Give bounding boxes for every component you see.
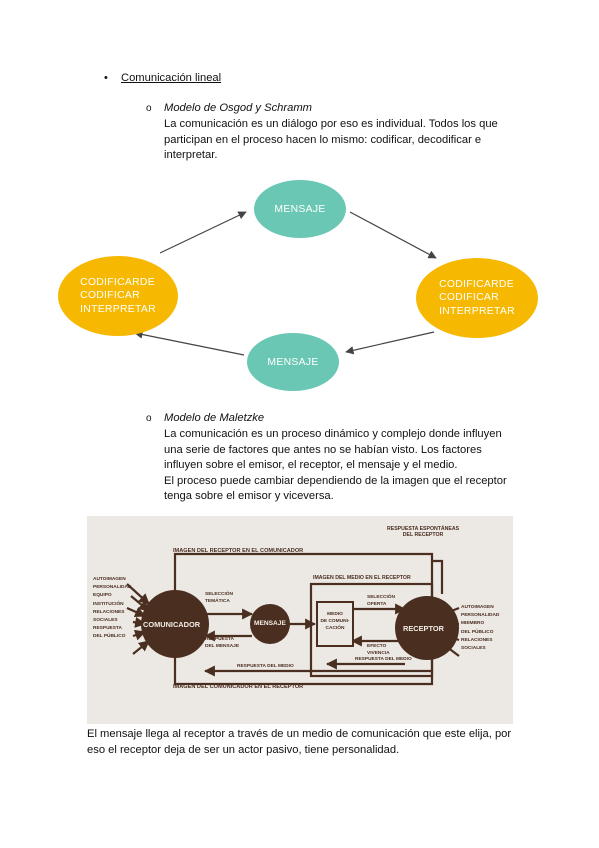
fig-factor: RESPUESTA bbox=[93, 626, 122, 632]
fig-label-line: DEL MENSAJE bbox=[205, 643, 240, 649]
fig-medio-image-label: IMAGEN DEL MEDIO EN EL RECEPTOR bbox=[313, 575, 411, 581]
maletzke-paragraph: La comunicación es un proceso dinámico y… bbox=[164, 428, 507, 502]
maletzke-figure: IMAGEN DEL RECEPTOR EN EL COMUNICADOR RE… bbox=[87, 516, 513, 724]
fig-label-line: RESPUESTA bbox=[205, 637, 234, 642]
fig-respuesta-mensaje: RESPUESTA DEL MENSAJE bbox=[205, 637, 239, 650]
arrow-top-to-right bbox=[349, 211, 437, 259]
fig-factor: INSTITUCIÓN bbox=[93, 601, 124, 607]
fig-top-right-label: RESPUESTA ESPONTÁNEAS DEL RECEPTOR bbox=[387, 526, 459, 538]
fig-right-factors: AUTOIMAGEN PERSONALIDAD MIEMBRO DEL PÚBL… bbox=[461, 604, 499, 653]
fig-factor: DEL PÚBLICO bbox=[93, 634, 126, 640]
arrow-bottom-to-left bbox=[134, 330, 245, 356]
fig-factor: AUTOIMAGEN bbox=[93, 577, 126, 582]
mensaje-blob bbox=[250, 604, 290, 644]
fig-factor: PERSONALIDAD bbox=[461, 613, 500, 619]
fig-top-label: IMAGEN DEL RECEPTOR EN EL COMUNICADOR bbox=[173, 548, 304, 554]
fig-bottom-label: IMAGEN DEL COMUNICADOR EN EL RECEPTOR bbox=[173, 684, 304, 690]
message-node-top-label: MENSAJE bbox=[274, 203, 326, 215]
bullet: • bbox=[104, 72, 108, 84]
right-node-line: CODIFICAR bbox=[439, 292, 499, 304]
message-node-top: MENSAJE bbox=[254, 180, 346, 238]
fig-left-factors: AUTOIMAGEN PERSONALIDAD EQUIPO INSTITUCI… bbox=[93, 576, 131, 642]
left-node-line: CODIFICARDE bbox=[80, 276, 155, 288]
medio-box bbox=[316, 601, 354, 647]
sub-bullet: o bbox=[146, 413, 152, 424]
fig-factor: DEL PÚBLICO bbox=[461, 629, 494, 635]
maletzke-figure-drawing bbox=[126, 552, 460, 686]
left-node-line: INTERPRETAR bbox=[80, 303, 156, 315]
fig-seleccion-tematica: SELECCIÓN TEMÁTICA bbox=[205, 592, 233, 605]
fig-comunicador-label: COMUNICADOR bbox=[143, 620, 201, 629]
fig-label-line: SELECCIÓN bbox=[205, 592, 233, 597]
fig-factor: RELACIONES bbox=[93, 609, 125, 615]
receptor-blob bbox=[395, 596, 459, 660]
fig-respuesta-medio-2: RESPUESTA DEL MEDIO bbox=[237, 664, 294, 669]
right-node-line: CODIFICARDE bbox=[439, 278, 514, 290]
fig-mensaje-label: MENSAJE bbox=[254, 620, 286, 627]
fig-factor: PERSONALIDAD bbox=[93, 585, 132, 591]
message-node-bottom: MENSAJE bbox=[247, 333, 339, 391]
maletzke-title: Modelo de Maletzke bbox=[164, 412, 265, 424]
fig-label-line: MEDIO bbox=[327, 612, 343, 617]
osgood-paragraph: La comunicación es un diálogo por eso es… bbox=[164, 118, 498, 161]
fig-label-line: TEMÁTICA bbox=[205, 598, 230, 604]
right-node-line: INTERPRETAR bbox=[439, 305, 515, 317]
fig-label-line: SELECCIÓN bbox=[367, 595, 395, 600]
fig-label-line: OFERTA bbox=[367, 601, 387, 607]
fig-factor: MIEMBRO bbox=[461, 621, 485, 627]
fig-label-line: VIVENCIA bbox=[367, 650, 390, 656]
encoder-node-left: CODIFICARDE CODIFICAR INTERPRETAR bbox=[58, 256, 178, 336]
closing-paragraph: El mensaje llega al receptor a través de… bbox=[87, 728, 512, 756]
fig-factor: SOCIALES bbox=[93, 618, 118, 624]
fig-receptor-label: RECEPTOR bbox=[403, 624, 444, 633]
fig-label-line: DE COMUNI- bbox=[320, 619, 350, 624]
fig-label-line: RESPUESTA ESPONTÁNEAS bbox=[387, 526, 460, 532]
osgood-title: Modelo de Osgod y Schramm bbox=[164, 102, 312, 114]
fig-label-line: EFECTO bbox=[367, 644, 387, 649]
fig-factor: RELACIONES bbox=[461, 637, 493, 643]
fig-medio-label: MEDIO DE COMUNI- CACIÓN bbox=[317, 611, 353, 632]
fig-label-line: DEL RECEPTOR bbox=[402, 532, 444, 538]
arrow-left-to-top bbox=[159, 211, 247, 254]
top-feedback-loop bbox=[173, 552, 434, 604]
encoder-node-right: CODIFICARDE CODIFICAR INTERPRETAR bbox=[416, 258, 538, 338]
fig-label-line: CACIÓN bbox=[325, 626, 345, 631]
arrow-right-to-bottom bbox=[345, 331, 435, 355]
fig-factor: SOCIALES bbox=[461, 646, 486, 652]
section-heading: Comunicación lineal bbox=[121, 72, 222, 84]
fig-seleccion-oferta: SELECCIÓN OFERTA bbox=[367, 595, 395, 608]
left-node-line: CODIFICAR bbox=[80, 290, 140, 302]
fig-factor: AUTOIMAGEN bbox=[461, 605, 494, 610]
fig-efecto-vivencia: EFECTO VIVENCIA bbox=[367, 644, 390, 657]
fig-respuesta-medio: RESPUESTA DEL MEDIO bbox=[355, 657, 412, 662]
message-node-bottom-label: MENSAJE bbox=[267, 356, 319, 368]
fig-factor: EQUIPO bbox=[93, 593, 112, 599]
sub-bullet: o bbox=[146, 103, 152, 114]
comunicador-blob bbox=[141, 590, 209, 658]
